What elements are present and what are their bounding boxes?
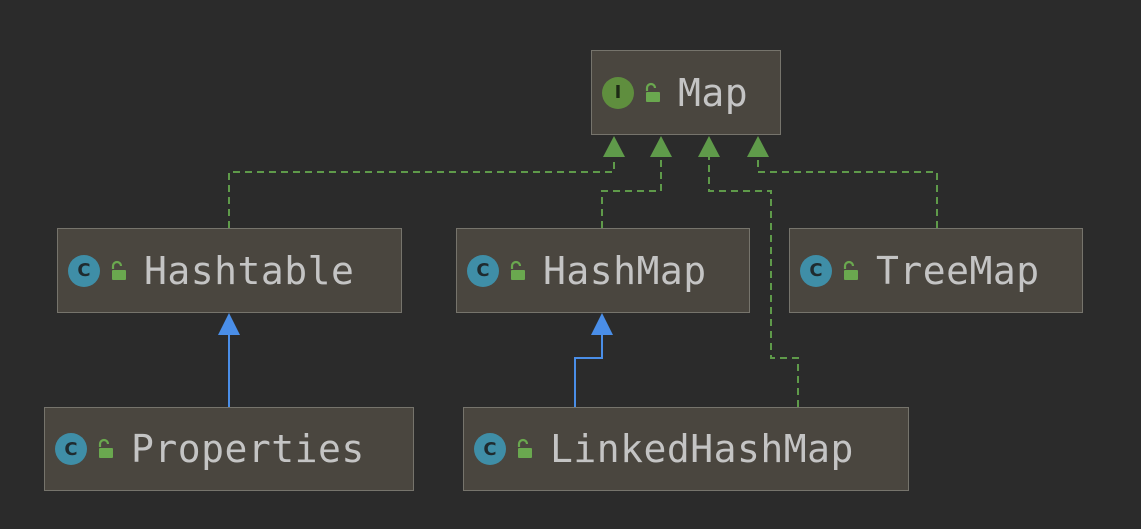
edge-hashmap-implements-map — [601, 156, 662, 228]
arrowhead-map-4 — [747, 136, 769, 157]
node-label: TreeMap — [876, 248, 1040, 293]
class-c-icon: C — [467, 254, 499, 287]
class-c-icon: C — [474, 433, 506, 465]
open-lock-icon — [111, 260, 126, 280]
node-label: Hashtable — [144, 248, 355, 293]
node-hashtable[interactable]: C Hashtable — [57, 228, 402, 313]
node-label: HashMap — [543, 248, 707, 293]
interface-i-icon: I — [602, 76, 634, 109]
node-properties[interactable]: C Properties — [44, 407, 414, 491]
class-c-icon: C — [800, 254, 832, 287]
node-treemap[interactable]: C TreeMap — [789, 228, 1083, 313]
arrowhead-hashmap — [591, 313, 613, 335]
arrowhead-map-3 — [698, 136, 720, 157]
node-hashmap[interactable]: C HashMap — [456, 228, 750, 313]
node-label: Properties — [131, 427, 365, 471]
arrowhead-map-2 — [650, 136, 672, 157]
class-c-icon: C — [68, 254, 100, 287]
open-lock-icon — [98, 438, 113, 458]
open-lock-icon — [645, 82, 660, 102]
arrowhead-map-1 — [603, 136, 625, 157]
node-label: Map — [678, 70, 749, 115]
edge-hashtable-implements-map — [228, 156, 615, 228]
node-map[interactable]: I Map — [591, 50, 781, 135]
class-c-icon: C — [55, 433, 87, 465]
open-lock-icon — [517, 438, 532, 458]
arrowhead-hashtable — [218, 313, 240, 335]
edge-treemap-implements-map — [757, 156, 938, 228]
open-lock-icon — [510, 260, 525, 280]
node-linkedhashmap[interactable]: C LinkedHashMap — [463, 407, 909, 491]
edge-linkedhashmap-extends-hashmap — [574, 334, 603, 407]
open-lock-icon — [843, 260, 858, 280]
node-label: LinkedHashMap — [550, 427, 854, 471]
edge-linkedhashmap-implements-map — [708, 156, 799, 407]
